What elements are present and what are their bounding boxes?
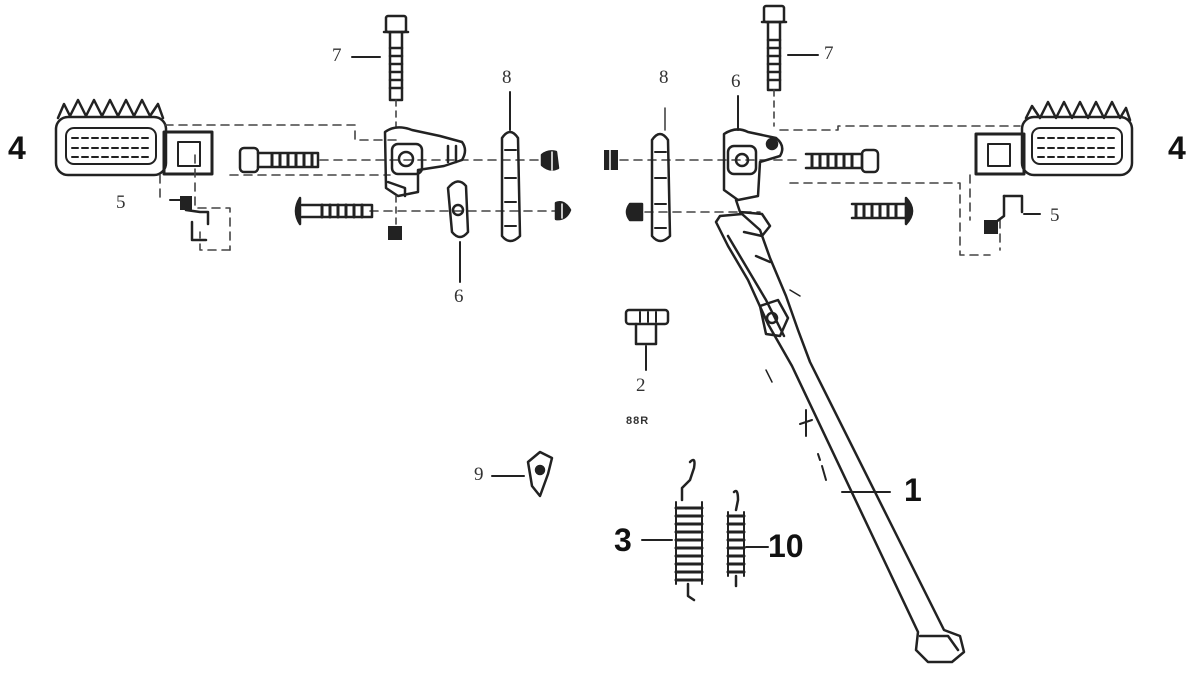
callout-6-left: 6 [454, 286, 464, 307]
callout-6-right: 6 [731, 71, 741, 92]
right-vertical-bolt [760, 4, 819, 127]
callout-8-right: 8 [659, 67, 669, 88]
left-footpeg [54, 98, 214, 177]
callout-4-right: 4 [1168, 130, 1186, 166]
callout-2-note: 88R [626, 415, 650, 427]
left-carriage-bolt-lower [294, 196, 374, 226]
callout-5-right: 5 [1050, 205, 1060, 226]
left-axle-bolt-upper [238, 146, 320, 174]
right-footpeg [974, 100, 1134, 177]
callout-5-left: 5 [116, 192, 126, 213]
callout-9: 9 [474, 464, 484, 485]
callout-2: 2 [636, 375, 646, 396]
spring-large [641, 458, 704, 602]
left-footpeg-bracket [383, 126, 467, 240]
spring-small [726, 489, 769, 588]
side-stand [714, 212, 966, 664]
right-spring-clip [984, 194, 1041, 234]
center-bolt [624, 308, 670, 371]
right-nuts [604, 149, 644, 222]
left-assembly-lines [159, 124, 561, 251]
left-spring-clip [169, 196, 210, 242]
callout-4-left: 4 [8, 130, 26, 166]
callout-7-right: 7 [824, 43, 834, 64]
right-footpeg-bracket [722, 95, 784, 238]
callout-3: 3 [614, 522, 632, 558]
left-vertical-bolt [351, 14, 410, 129]
pin [491, 450, 554, 498]
right-assembly-lines [619, 107, 1021, 256]
right-plate [650, 132, 672, 243]
callout-1: 1 [904, 472, 922, 508]
right-carriage-bolt-lower [850, 196, 914, 226]
callout-7-left: 7 [332, 45, 342, 66]
left-plate [500, 91, 522, 243]
right-axle-bolt-upper [804, 148, 880, 174]
callout-8-left: 8 [502, 67, 512, 88]
left-nuts [540, 150, 572, 221]
callout-10: 10 [768, 528, 804, 564]
left-lower-plate [446, 180, 470, 283]
